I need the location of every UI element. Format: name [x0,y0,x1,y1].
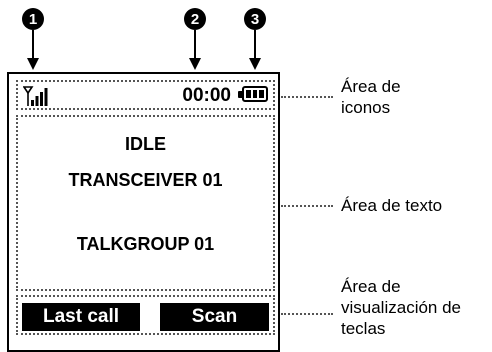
callout-3-arrow-line [254,30,256,60]
softkey-area: Last call Scan [16,295,275,335]
softkey-area-label: Área de visualización de teclas [341,277,462,338]
icon-area: 00:00 [16,80,275,110]
callout-2: 2 [184,8,206,30]
icon-area-leader [281,96,333,98]
callout-1-arrow-head [27,58,39,70]
talkgroup-line: TALKGROUP 01 [76,234,215,254]
callout-1: 1 [22,8,44,30]
callout-2-arrow-line [194,30,196,60]
status-line-idle: IDLE [124,134,166,154]
scan-softkey[interactable]: Scan [160,303,269,331]
clock-time: 00:00 [182,85,231,106]
callout-2-arrow-head [189,58,201,70]
text-area: IDLE TRANSCEIVER 01 TALKGROUP 01 [16,115,275,291]
callout-3-arrow-head [249,58,261,70]
signal-strength-icon [23,86,48,106]
callout-1-arrow-line [32,30,34,60]
callout-3: 3 [244,8,266,30]
softkey-area-leader [281,313,333,315]
last-call-softkey[interactable]: Last call [22,303,140,331]
battery-full-icon [238,86,268,102]
icon-area-label: Área de iconos [341,77,401,117]
device-display: 00:00 IDLE TRANSCEIVER 01 TALKGROUP 01 L… [7,72,280,352]
text-area-leader [281,205,333,207]
transceiver-line: TRANSCEIVER 01 [68,170,223,190]
text-area-label: Área de texto [341,196,443,215]
